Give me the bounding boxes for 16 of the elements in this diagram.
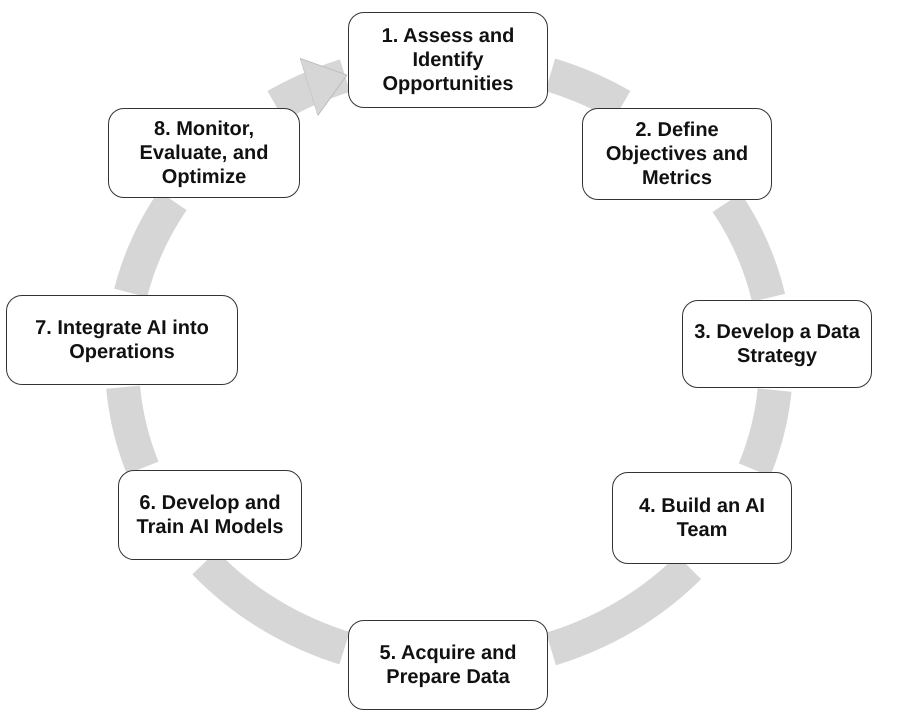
step-label: 6. Develop and Train AI Models — [135, 491, 285, 539]
step-box — [118, 470, 302, 560]
step-box — [612, 472, 792, 564]
step-box — [6, 295, 238, 385]
step-box — [682, 300, 872, 388]
step-label: 8. Monitor, Evaluate, and Optimize — [138, 117, 270, 189]
step-box — [348, 12, 548, 108]
step-label: 5. Acquire and Prepare Data — [378, 641, 518, 689]
step-box — [348, 620, 548, 710]
step-label: 2. Define Objectives and Metrics — [604, 118, 750, 190]
step-label: 3. Develop a Data Strategy — [693, 320, 861, 368]
step-label: 1. Assess and Identify Opportunities — [380, 24, 516, 96]
step-label: 4. Build an AI Team — [638, 494, 766, 542]
step-box — [108, 108, 300, 198]
step-box — [582, 108, 772, 200]
step-label: 7. Integrate AI into Operations — [34, 316, 210, 364]
